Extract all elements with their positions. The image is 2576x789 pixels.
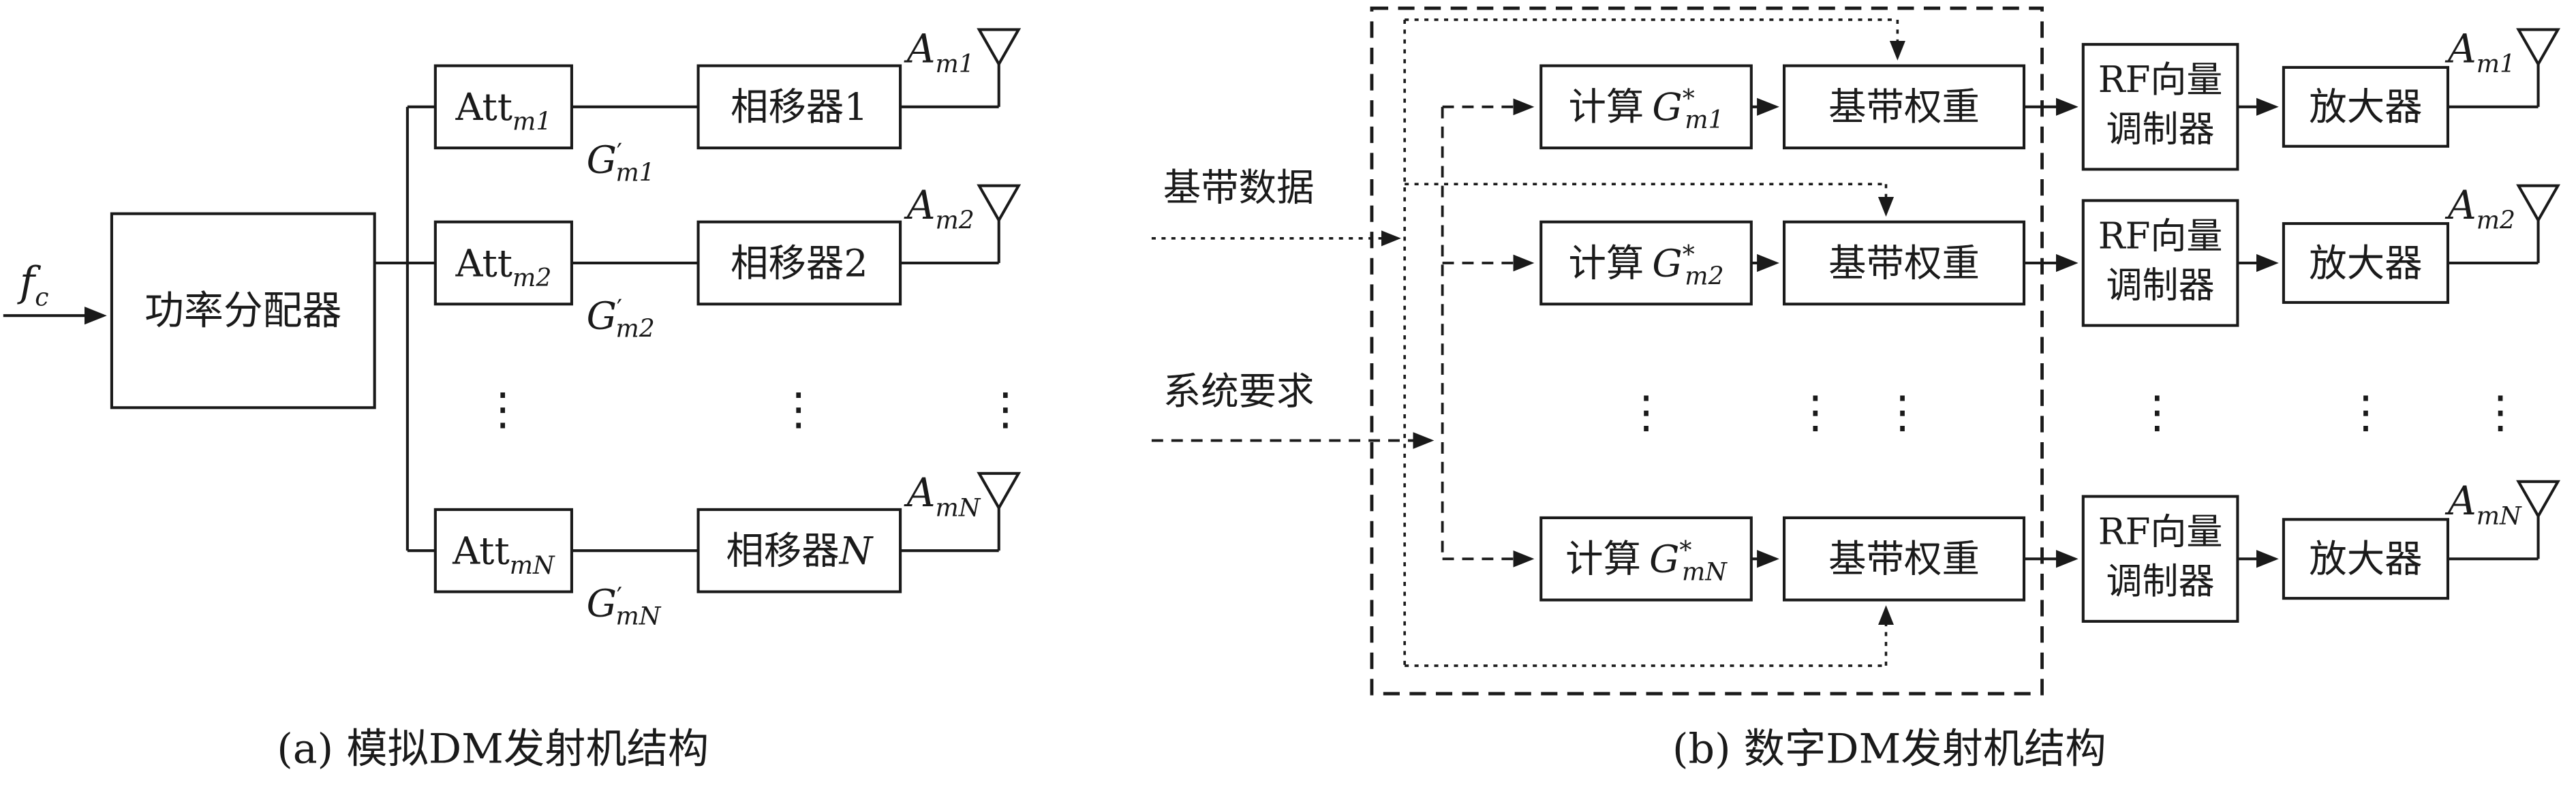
vertical-dots: ⋮ — [776, 384, 821, 435]
compute-gain-box — [1539, 64, 1753, 150]
gain-label: G′m2 — [587, 294, 655, 343]
phase-shifter-label: 相移器1 — [731, 86, 868, 129]
rf-modulator-label-line2: 调制器 — [2106, 264, 2215, 307]
phase-shifter-label: 相移器N — [726, 529, 874, 573]
vertical-dots: ⋮ — [2135, 387, 2179, 438]
vertical-dots: ⋮ — [1624, 387, 1668, 438]
rf-modulator-label-line1: RF向量 — [2098, 59, 2223, 101]
gain-label: G′m1 — [587, 138, 655, 187]
antenna-port-label: Am1 — [904, 26, 975, 78]
rf-modulator-label-line1: RF向量 — [2098, 511, 2223, 553]
antenna-icon — [977, 471, 1022, 551]
baseband-data-label: 基带数据 — [1163, 166, 1315, 210]
rf-vector-modulator-box — [2081, 495, 2239, 623]
amplifier-label: 放大器 — [2309, 86, 2422, 129]
phase-shifter-box — [696, 220, 902, 306]
antenna-icon — [2516, 184, 2561, 263]
rf-modulator-label-line2: 调制器 — [2106, 108, 2215, 150]
analog-row-1: Attm1 G′m1 相移器1 Am1 — [433, 26, 1022, 187]
amplifier-label: 放大器 — [2309, 538, 2422, 582]
vertical-dots: ⋮ — [480, 384, 525, 435]
phase-shifter-box — [696, 64, 902, 150]
vertical-dots: ⋮ — [2344, 387, 2388, 438]
caption-b: (b) 数字DM发射机结构 — [1672, 725, 2106, 773]
phase-shifter-box — [696, 508, 902, 593]
attenuator-label: Attm2 — [455, 242, 551, 292]
antenna-port-label: AmN — [2444, 478, 2522, 530]
caption-a: (a) 模拟DM发射机结构 — [277, 725, 709, 773]
vertical-dots: ⋮ — [2479, 387, 2523, 438]
antenna-port-label: Am2 — [904, 182, 975, 234]
analog-row-2: Attm2 G′m2 相移器2 Am2 — [433, 182, 1022, 343]
digital-processing-boundary — [1370, 6, 2044, 696]
antenna-port-label: Am1 — [2444, 26, 2515, 78]
carrier-input-label: fc — [17, 258, 49, 311]
baseband-weight-box — [1782, 516, 2026, 602]
system-requirement-label: 系统要求 — [1163, 370, 1315, 414]
amplifier-label: 放大器 — [2309, 242, 2422, 285]
baseband-weight-box — [1782, 64, 2026, 150]
rf-modulator-label-line1: RF向量 — [2098, 215, 2223, 257]
rf-vector-modulator-box — [2081, 199, 2239, 327]
antenna-icon — [977, 28, 1022, 107]
baseband-weight-label: 基带权重 — [1828, 242, 1980, 285]
attenuator-label: AttmN — [452, 529, 555, 579]
compute-gain-box — [1539, 220, 1753, 306]
antenna-icon — [2516, 480, 2561, 559]
rf-vector-modulator-box — [2081, 43, 2239, 171]
phase-shifter-label: 相移器2 — [731, 242, 868, 285]
attenuator-label: Attm1 — [455, 86, 551, 136]
diagram-a-analog-dm: fc 功率分配器 Attm1 G′m1 相移器1 Am1 A — [3, 26, 1028, 773]
analog-row-3: AttmN G′mN 相移器N AmN — [433, 469, 1022, 631]
vertical-dots: ⋮ — [983, 384, 1028, 435]
antenna-icon — [2516, 28, 2561, 107]
baseband-weight-label: 基带权重 — [1828, 86, 1980, 129]
attenuator-box — [433, 508, 573, 593]
antenna-port-label: Am2 — [2444, 182, 2515, 234]
power-divider-box — [110, 212, 376, 409]
baseband-weight-label: 基带权重 — [1828, 538, 1980, 582]
vertical-dots: ⋮ — [1793, 387, 1837, 438]
baseband-weight-box — [1782, 220, 2026, 306]
antenna-icon — [977, 184, 1022, 263]
vertical-dots: ⋮ — [1880, 387, 1925, 438]
power-divider-label: 功率分配器 — [144, 287, 341, 333]
gain-label: G′mN — [587, 582, 662, 631]
rf-modulator-label-line2: 调制器 — [2106, 560, 2215, 602]
antenna-port-label: AmN — [904, 469, 981, 522]
amplifier-box — [2282, 65, 2450, 148]
